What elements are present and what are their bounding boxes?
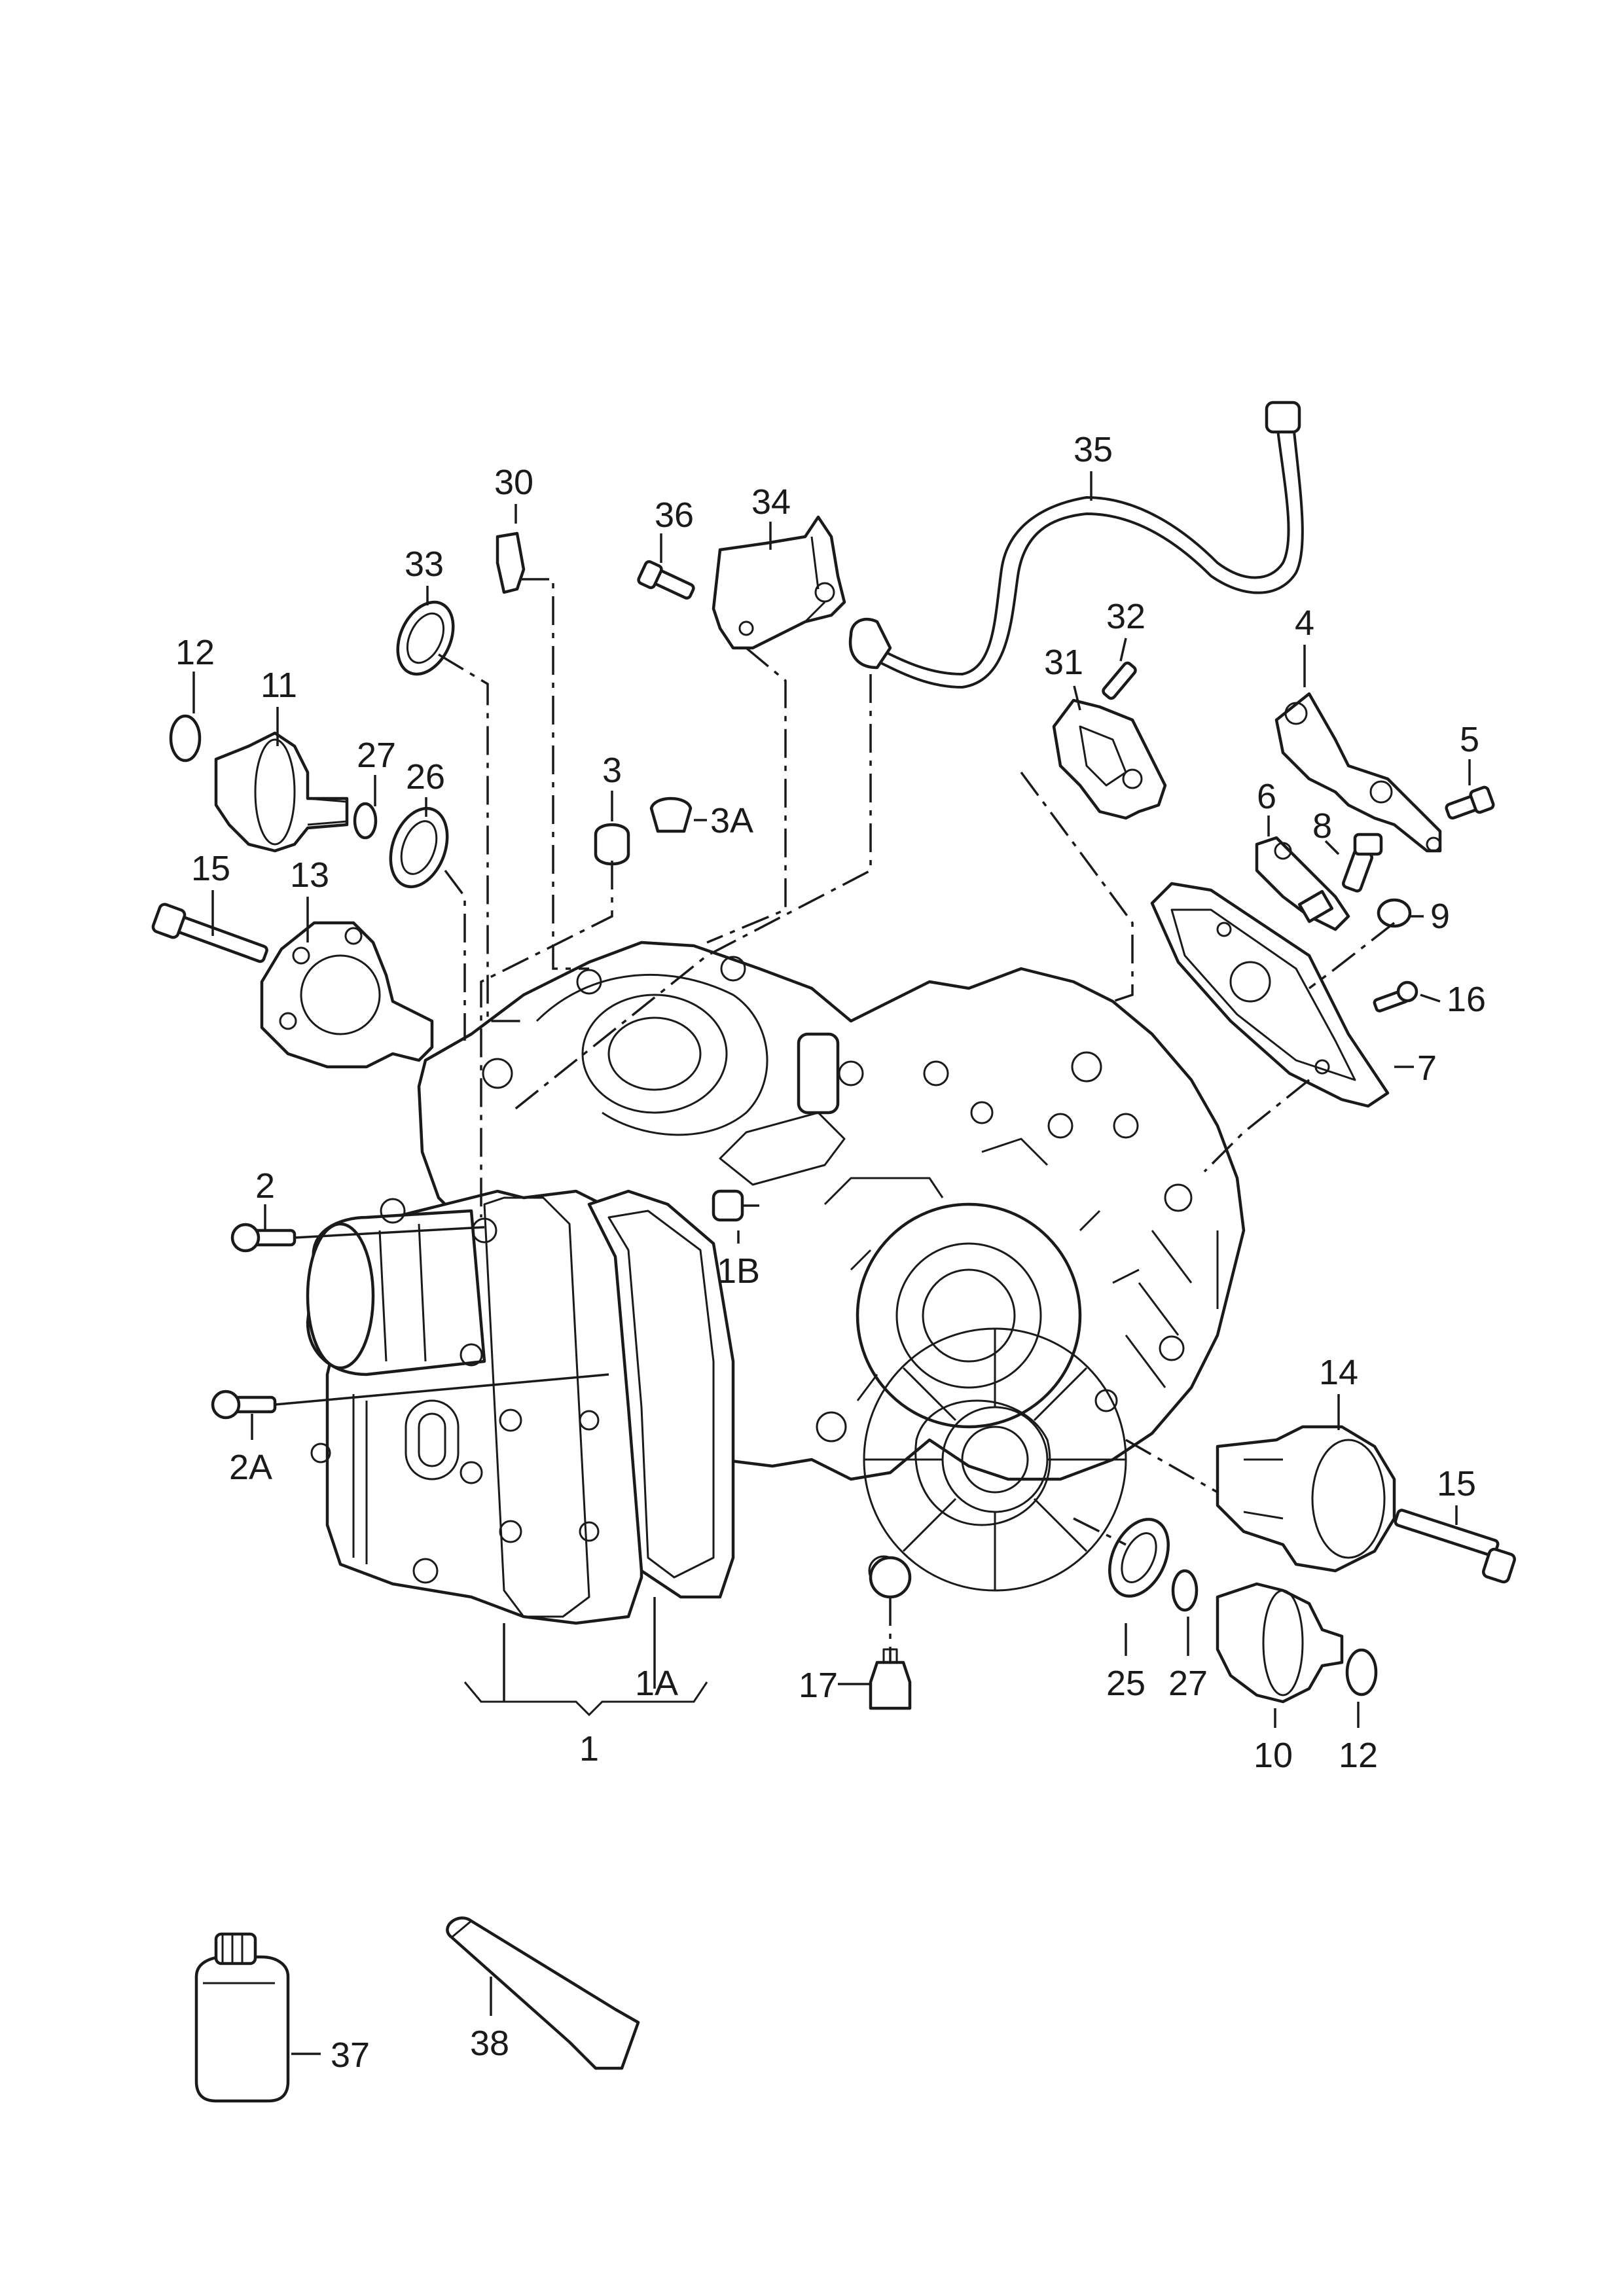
callout-labels: 1 1A 1B 2 2A 3 3A 4 5 6 7 8 9 10 11 12 1… — [175, 430, 1486, 2075]
callout-35: 35 — [1074, 430, 1113, 469]
callout-4: 4 — [1295, 603, 1314, 643]
seal-26 — [389, 806, 449, 889]
flange-13 — [260, 921, 434, 1069]
shield-34 — [712, 515, 846, 650]
cover-7 — [1150, 882, 1390, 1108]
mechatronic-unit — [306, 1189, 643, 1625]
seal-25 — [1108, 1518, 1170, 1598]
flange-shaft-10 — [1216, 1582, 1344, 1704]
callout-17: 17 — [799, 1666, 838, 1705]
sleeve-1B — [712, 1189, 744, 1222]
callout-2: 2 — [255, 1166, 275, 1206]
callout-7: 7 — [1417, 1049, 1437, 1088]
callout-3: 3 — [602, 751, 622, 790]
callout-15-right: 15 — [1437, 1464, 1476, 1503]
plate-6 — [1255, 836, 1350, 931]
callout-36: 36 — [655, 495, 694, 535]
callout-13: 13 — [290, 855, 329, 895]
leader-lines — [192, 471, 1471, 2055]
plug-3A — [649, 797, 693, 833]
ring-12-left — [169, 714, 202, 762]
bolt-2 — [230, 1223, 297, 1253]
flange-shaft-11 — [214, 731, 349, 853]
callout-31: 31 — [1044, 643, 1083, 682]
callout-32: 32 — [1106, 597, 1146, 636]
cap-9 — [1377, 898, 1412, 928]
callout-30: 30 — [494, 463, 533, 502]
callout-12-right: 12 — [1339, 1736, 1378, 1775]
callout-3A: 3A — [710, 801, 753, 840]
callout-1: 1 — [579, 1729, 599, 1768]
actuator-31 — [1052, 698, 1167, 820]
callout-33: 33 — [405, 545, 444, 584]
callout-2A: 2A — [229, 1448, 272, 1487]
callout-25: 25 — [1106, 1664, 1146, 1703]
callout-1A: 1A — [635, 1664, 678, 1703]
bolt-15-right — [1394, 1509, 1516, 1584]
callout-11: 11 — [261, 666, 297, 705]
drain-plug-17 — [869, 1648, 912, 1710]
plug-3 — [594, 823, 630, 866]
callout-16: 16 — [1447, 980, 1486, 1019]
bolt-15-left — [151, 903, 268, 963]
callout-38: 38 — [470, 2024, 509, 2063]
clip-30 — [496, 531, 526, 594]
assembly-lines — [438, 578, 1396, 1662]
bolt-2A — [211, 1390, 277, 1420]
callout-27-left: 27 — [357, 736, 396, 775]
callout-8: 8 — [1312, 806, 1332, 846]
callout-12-left: 12 — [175, 633, 215, 672]
breather-hose-35 — [848, 401, 1304, 689]
seal-33 — [396, 600, 455, 676]
callout-10: 10 — [1254, 1736, 1293, 1775]
bolt-36 — [637, 560, 695, 600]
callout-34: 34 — [751, 482, 791, 522]
ring-27-left — [353, 802, 378, 840]
gasket-1A — [587, 1189, 735, 1599]
ring-27-right — [1171, 1569, 1199, 1612]
bolt-5 — [1445, 785, 1495, 820]
bolt-16 — [1373, 980, 1418, 1013]
flange-14 — [1216, 1425, 1396, 1573]
bolt-8 — [1342, 833, 1383, 893]
oil-bottle-37 — [194, 1932, 290, 2103]
callout-1B: 1B — [717, 1251, 760, 1291]
bracket-4 — [1274, 692, 1442, 853]
callout-6: 6 — [1257, 777, 1276, 816]
callout-37: 37 — [331, 2036, 370, 2075]
callout-14: 14 — [1319, 1353, 1358, 1392]
callout-26: 26 — [406, 757, 445, 797]
callout-5: 5 — [1460, 720, 1479, 759]
ring-12-right — [1345, 1648, 1378, 1696]
callout-15-left: 15 — [191, 849, 230, 888]
callout-27-right: 27 — [1168, 1664, 1208, 1703]
bolt-32 — [1102, 661, 1137, 700]
grease-tube-38 — [446, 1916, 640, 2070]
callout-9: 9 — [1430, 897, 1450, 936]
